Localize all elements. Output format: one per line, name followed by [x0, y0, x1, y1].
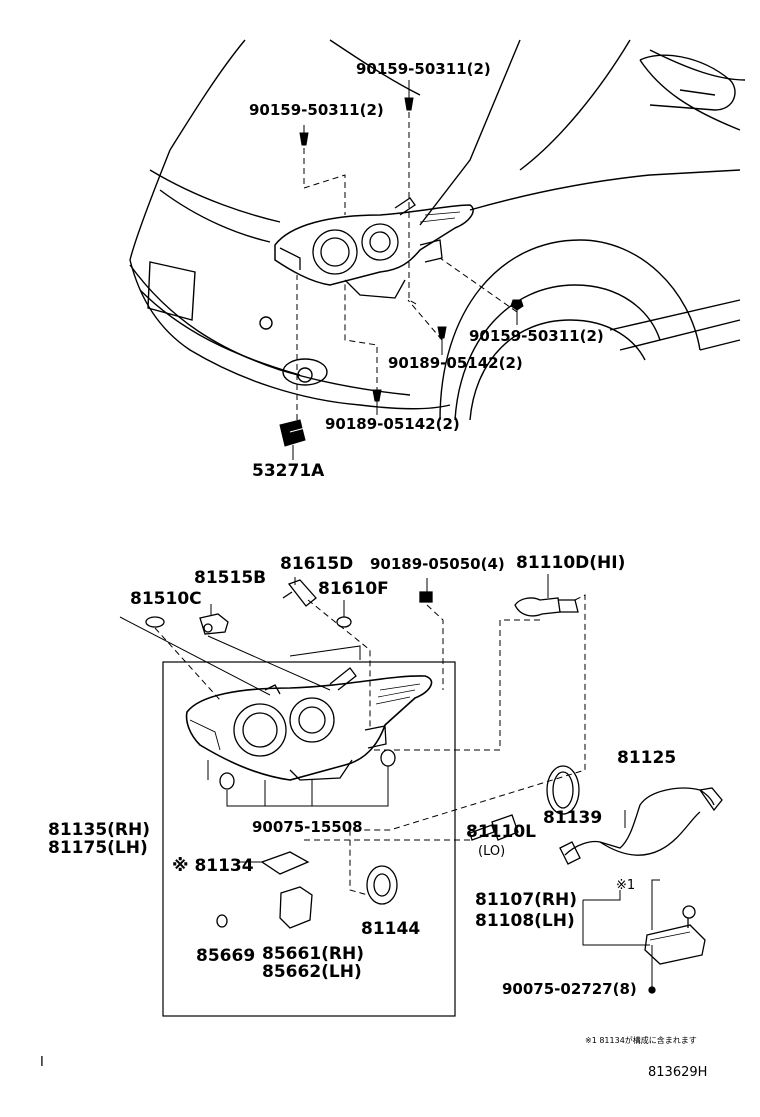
top-solid-leaders — [292, 80, 518, 460]
part-label-90159-top: 90159-50311(2) — [356, 60, 491, 78]
part-label-90159-left: 90159-50311(2) — [249, 101, 384, 119]
diagram-reference-code: 813629H — [648, 1065, 708, 1080]
part-label-81110l: 81110L — [466, 822, 536, 842]
part-label-85661: 85661(RH) — [262, 944, 364, 964]
part-label-81108: 81108(LH) — [475, 911, 575, 931]
part-label-90075-02727: 90075-02727(8) — [502, 980, 637, 998]
part-label-81510c: 81510C — [130, 589, 202, 609]
top-leaders — [296, 112, 518, 420]
lower-leaders — [119, 574, 660, 987]
part-label-85662: 85662(LH) — [262, 962, 362, 982]
part-label-53271a: 53271A — [252, 461, 325, 481]
part-label-81107: 81107(RH) — [475, 890, 577, 910]
assembly-frame — [162, 661, 456, 1017]
footnote: ※1 81134が構成に含まれます — [585, 1036, 697, 1045]
vehicle-outline — [129, 39, 746, 421]
part-label-90189-05050: 90189-05050(4) — [370, 555, 505, 573]
part-label-81610f: 81610F — [318, 579, 389, 599]
headlamp-assembly — [185, 667, 433, 790]
top-fasteners — [279, 97, 524, 447]
part-label-90189-a: 90189-05142(2) — [388, 354, 523, 372]
lower-components — [216, 765, 723, 994]
part-label-81175: 81175(LH) — [48, 838, 148, 858]
part-label-81139: 81139 — [543, 808, 603, 828]
part-label-81134: ※ 81134 — [172, 856, 254, 876]
side-mark: I — [40, 1055, 44, 1070]
part-label-85669: 85669 — [196, 946, 256, 966]
part-label-81110d: 81110D(HI) — [516, 553, 626, 573]
part-label-81110l-lo: (LO) — [478, 844, 506, 859]
part-label-mark1: ※1 — [616, 878, 636, 893]
upper-components — [145, 579, 579, 635]
part-label-90075-15508: 90075-15508 — [252, 818, 363, 836]
part-label-90189-b: 90189-05142(2) — [325, 415, 460, 433]
part-label-81515b: 81515B — [194, 568, 267, 588]
part-label-81144: 81144 — [361, 919, 421, 939]
part-label-81615d: 81615D — [280, 554, 354, 574]
lower-dashed-leaders — [154, 594, 586, 896]
part-label-81125: 81125 — [617, 748, 677, 768]
headlamp-top — [274, 197, 474, 299]
part-label-90159-right: 90159-50311(2) — [469, 327, 604, 345]
part-label-81135: 81135(RH) — [48, 820, 150, 840]
